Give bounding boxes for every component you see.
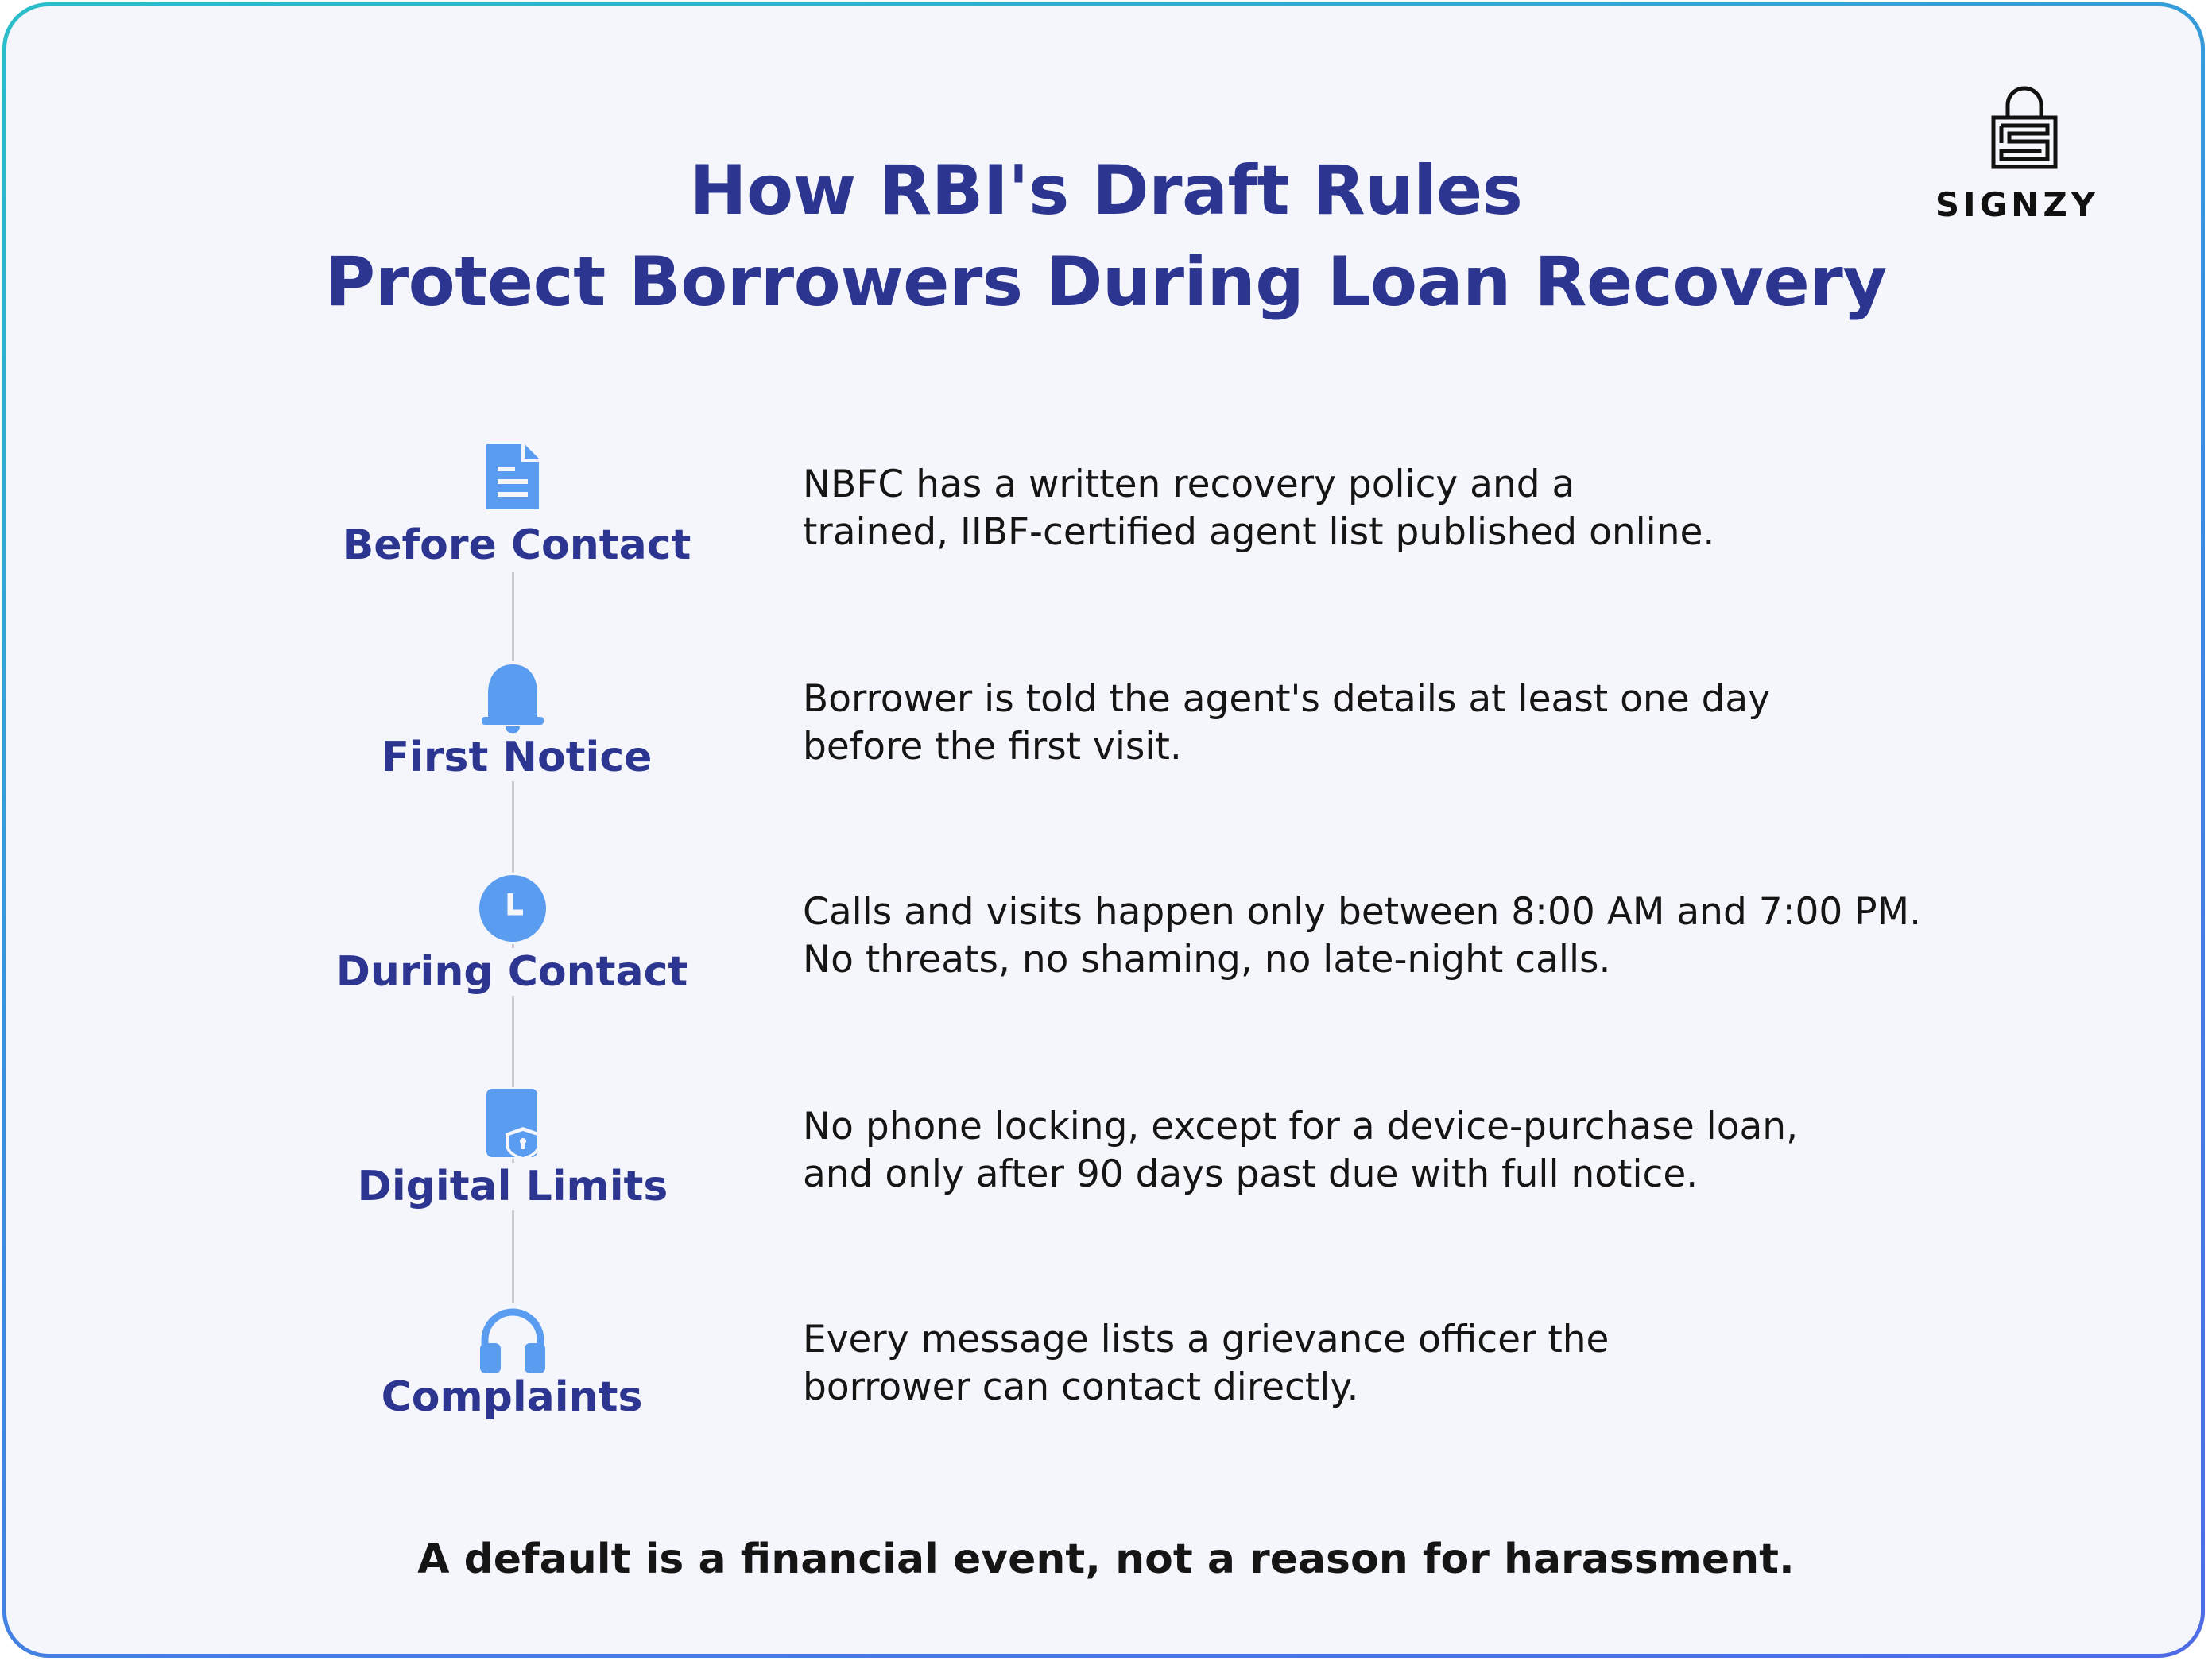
- title-line-1: How RBI's Draft Rules: [689, 151, 1523, 230]
- step-label: Digital Limits: [290, 1163, 735, 1210]
- headphones-icon: [477, 1303, 548, 1375]
- clock-icon: [477, 873, 548, 944]
- step-description: Calls and visits happen only between 8:0…: [803, 890, 1922, 982]
- step-description: NBFC has a written recovery policy and a…: [803, 463, 1715, 554]
- step-label: Before Contact: [294, 521, 739, 569]
- bell-icon: [477, 661, 548, 733]
- signzy-logo: SIGNZY: [1914, 86, 2121, 229]
- title-line-2: Protect Borrowers During Loan Recovery: [325, 242, 1887, 322]
- step-label: Complaints: [289, 1373, 734, 1421]
- document-icon: [477, 441, 548, 513]
- step-description: Borrower is told the agent's details at …: [803, 677, 1771, 769]
- footer-statement: A default is a financial event, not a re…: [417, 1535, 1795, 1583]
- phone-shield-icon: [477, 1087, 548, 1159]
- step-description: Every message lists a grievance officer …: [803, 1318, 1610, 1409]
- step-label: During Contact: [289, 948, 734, 996]
- step-description: No phone locking, except for a device-pu…: [803, 1105, 1799, 1196]
- step-label: First Notice: [294, 734, 739, 781]
- lock-maze-icon: [1991, 86, 2058, 169]
- brand-name: SIGNZY: [1935, 185, 2100, 224]
